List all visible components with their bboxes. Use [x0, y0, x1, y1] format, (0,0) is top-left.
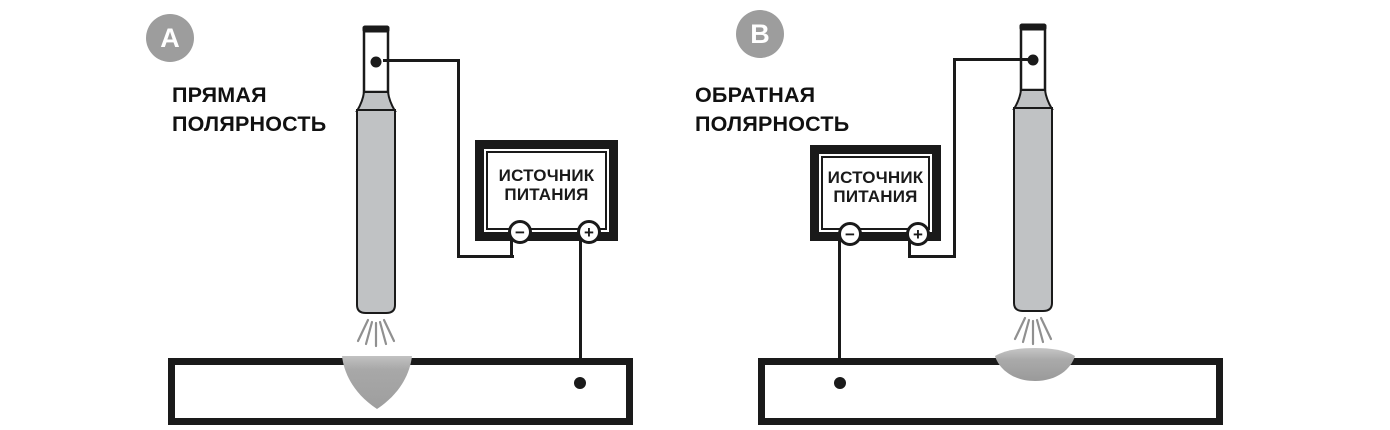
panel-a-badge: A: [146, 14, 194, 62]
cable-a-electrode-v: [457, 59, 460, 258]
electrode-a: [355, 25, 397, 348]
power-source-a-label-line2: ПИТАНИЯ: [504, 185, 589, 204]
electrode-b-cap: [1019, 23, 1047, 31]
panel-a-title: ПРЯМАЯ ПОЛЯРНОСТЬ: [172, 81, 326, 139]
panel-b-title-line1: ОБРАТНАЯ: [695, 83, 816, 107]
power-source-b-label: ИСТОЧНИК ПИТАНИЯ: [819, 168, 932, 206]
power-source-a-label-line1: ИСТОЧНИК: [498, 166, 595, 185]
workpiece-b: [758, 358, 1223, 425]
workpiece-b-clamp-dot: [834, 377, 846, 389]
weld-pool-b: [995, 348, 1075, 381]
positive-symbol-a: +: [584, 222, 594, 242]
power-source-a-label: ИСТОЧНИК ПИТАНИЯ: [484, 166, 609, 204]
negative-terminal-b-icon: −: [838, 222, 862, 246]
power-source-a-inner-frame: [486, 151, 607, 230]
panel-a-title-line2: ПОЛЯРНОСТЬ: [172, 112, 327, 136]
power-source-a: ИСТОЧНИК ПИТАНИЯ − +: [475, 140, 618, 244]
weld-pool-a-shape: [342, 356, 412, 409]
cable-b-electrode-v: [953, 58, 956, 258]
cable-a-negative-stub: [510, 238, 513, 258]
electrode-b: [1012, 23, 1054, 346]
power-source-b: ИСТОЧНИК ПИТАНИЯ − +: [810, 145, 941, 246]
arc-rays-b-icon: [1013, 316, 1053, 346]
negative-terminal-a-icon: −: [508, 220, 532, 244]
panel-b-badge: B: [736, 10, 784, 58]
electrode-b-taper: [1012, 89, 1054, 110]
electrode-a-taper: [355, 91, 397, 112]
cable-a-electrode-h: [383, 59, 460, 62]
electrode-b-cable-dot: [1027, 54, 1039, 66]
weld-pool-a: [342, 356, 412, 409]
positive-terminal-b-icon: +: [906, 222, 930, 246]
negative-symbol-a: −: [515, 222, 525, 242]
panel-a-badge-letter: A: [160, 22, 180, 53]
positive-symbol-b: +: [913, 224, 923, 244]
panel-b-badge-letter: B: [750, 18, 770, 49]
negative-symbol-b: −: [845, 224, 855, 244]
power-source-b-label-line1: ИСТОЧНИК: [827, 168, 924, 187]
electrode-b-body: [1013, 107, 1053, 312]
panel-b-title-line2: ПОЛЯРНОСТЬ: [695, 112, 850, 136]
power-source-b-inner-frame: [821, 156, 930, 230]
cable-b-electrode-h2: [908, 255, 956, 258]
cable-a-workpiece: [579, 238, 582, 380]
cable-b-workpiece: [838, 238, 841, 380]
cable-a-electrode-h2: [457, 255, 514, 258]
workpiece-a-clamp-dot: [574, 377, 586, 389]
electrode-a-body: [356, 109, 396, 314]
electrode-a-cap: [362, 25, 390, 33]
weld-pool-b-shape: [995, 348, 1075, 381]
arc-rays-a-icon: [356, 318, 396, 348]
panel-a-title-line1: ПРЯМАЯ: [172, 83, 267, 107]
electrode-a-cable-dot: [370, 56, 382, 68]
panel-b-title: ОБРАТНАЯ ПОЛЯРНОСТЬ: [695, 81, 849, 139]
positive-terminal-a-icon: +: [577, 220, 601, 244]
power-source-b-label-line2: ПИТАНИЯ: [833, 187, 918, 206]
cable-b-electrode-h: [955, 58, 1033, 61]
cable-b-positive-stub: [908, 238, 911, 258]
